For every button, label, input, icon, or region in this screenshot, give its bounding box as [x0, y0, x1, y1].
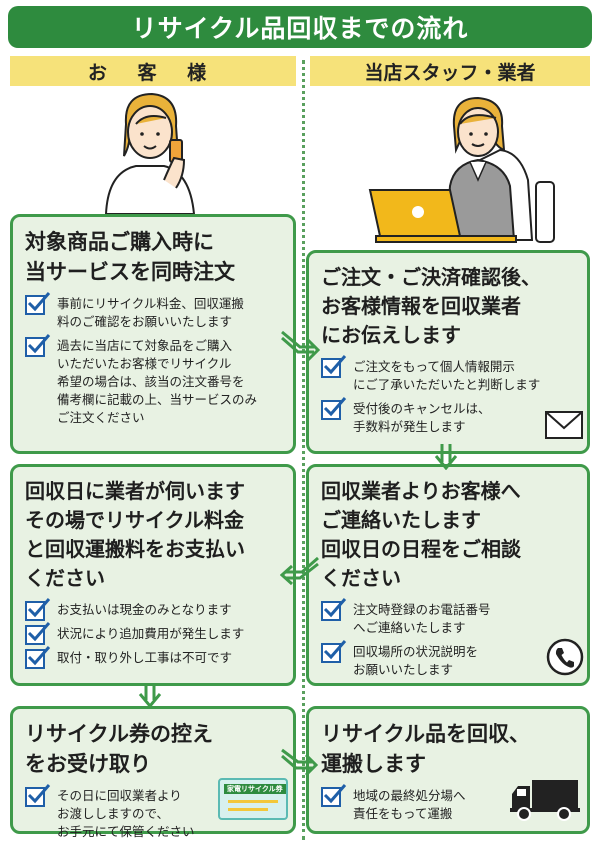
check-icon — [321, 355, 347, 378]
check-icon — [321, 598, 347, 621]
recycle-ticket-illustration: 家電リサイクル券 — [218, 778, 288, 820]
column-divider — [302, 60, 305, 840]
check-icon — [321, 640, 347, 663]
arrow-icon — [138, 684, 162, 708]
step-3-title: 回収日に業者が伺いますその場でリサイクル料金と回収運搬料をお支払いください — [25, 479, 245, 590]
step-2-box: ご注文・ご決済確認後、お客様情報を回収業者にお伝えします ご注文をもって個人情報… — [306, 250, 590, 454]
step-1-box: 対象商品ご購入時に当サービスを同時注文 事前にリサイクル料金、回収運搬料のご確認… — [10, 214, 296, 454]
check-icon — [25, 646, 51, 669]
arrow-icon — [434, 444, 458, 470]
step-6-box: リサイクル品を回収、運搬します 地域の最終処分場へ責任をもって運搬 — [306, 706, 590, 834]
step-2-item-1: ご注文をもって個人情報開示にご了承いただいたと判断します — [321, 355, 577, 394]
step-1-item-1: 事前にリサイクル料金、回収運搬料のご確認をお願いいたします — [25, 292, 283, 331]
column-header-staff: 当店スタッフ・業者 — [310, 56, 590, 86]
check-icon — [321, 784, 347, 807]
step-2-title: ご注文・ご決済確認後、お客様情報を回収業者にお伝えします — [321, 265, 541, 347]
phone-icon — [546, 638, 584, 676]
step-4-item-2: 回収場所の状況説明をお願いいたします — [321, 640, 577, 679]
check-icon — [25, 334, 51, 357]
step-4-item-1: 注文時登録のお電話番号へご連絡いたします — [321, 598, 577, 637]
step-2-item-2: 受付後のキャンセルは、手数料が発生します — [321, 397, 577, 436]
staff-illustration — [368, 96, 555, 243]
arrow-icon — [280, 556, 319, 586]
step-4-title: 回収業者よりお客様へご連絡いたします回収日の日程をご相談ください — [321, 479, 521, 590]
envelope-icon — [545, 411, 583, 439]
check-icon — [25, 784, 51, 807]
step-3-item-3: 取付・取り外し工事は不可です — [25, 646, 283, 669]
check-icon — [321, 397, 347, 420]
step-1-title: 対象商品ご購入時に当サービスを同時注文 — [25, 230, 235, 284]
step-3-item-1: お支払いは現金のみとなります — [25, 598, 283, 621]
ticket-label: 家電リサイクル券 — [224, 784, 286, 794]
step-5-item-1: その日に回収業者よりお渡ししますので、お手元にて保管ください — [25, 784, 283, 841]
customer-illustration — [104, 92, 196, 214]
arrow-icon — [281, 748, 319, 777]
check-icon — [25, 622, 51, 645]
check-icon — [25, 598, 51, 621]
truck-icon — [510, 780, 580, 821]
step-3-item-2: 状況により追加費用が発生します — [25, 622, 283, 645]
step-5-title: リサイクル券の控えをお受け取り — [25, 722, 213, 776]
column-header-customer: お 客 様 — [10, 56, 296, 86]
step-6-item-1: 地域の最終処分場へ責任をもって運搬 — [321, 784, 577, 823]
step-1-item-2: 過去に当店にて対象品をご購入いただいたお客様でリサイクル希望の場合は、該当の注文… — [25, 334, 283, 427]
page-title: リサイクル品回収までの流れ — [8, 6, 592, 48]
arrow-icon — [281, 330, 320, 362]
check-icon — [25, 292, 51, 315]
step-6-title: リサイクル品を回収、運搬します — [321, 722, 530, 776]
step-3-box: 回収日に業者が伺いますその場でリサイクル料金と回収運搬料をお支払いください お支… — [10, 464, 296, 686]
step-4-box: 回収業者よりお客様へご連絡いたします回収日の日程をご相談ください 注文時登録のお… — [306, 464, 590, 686]
